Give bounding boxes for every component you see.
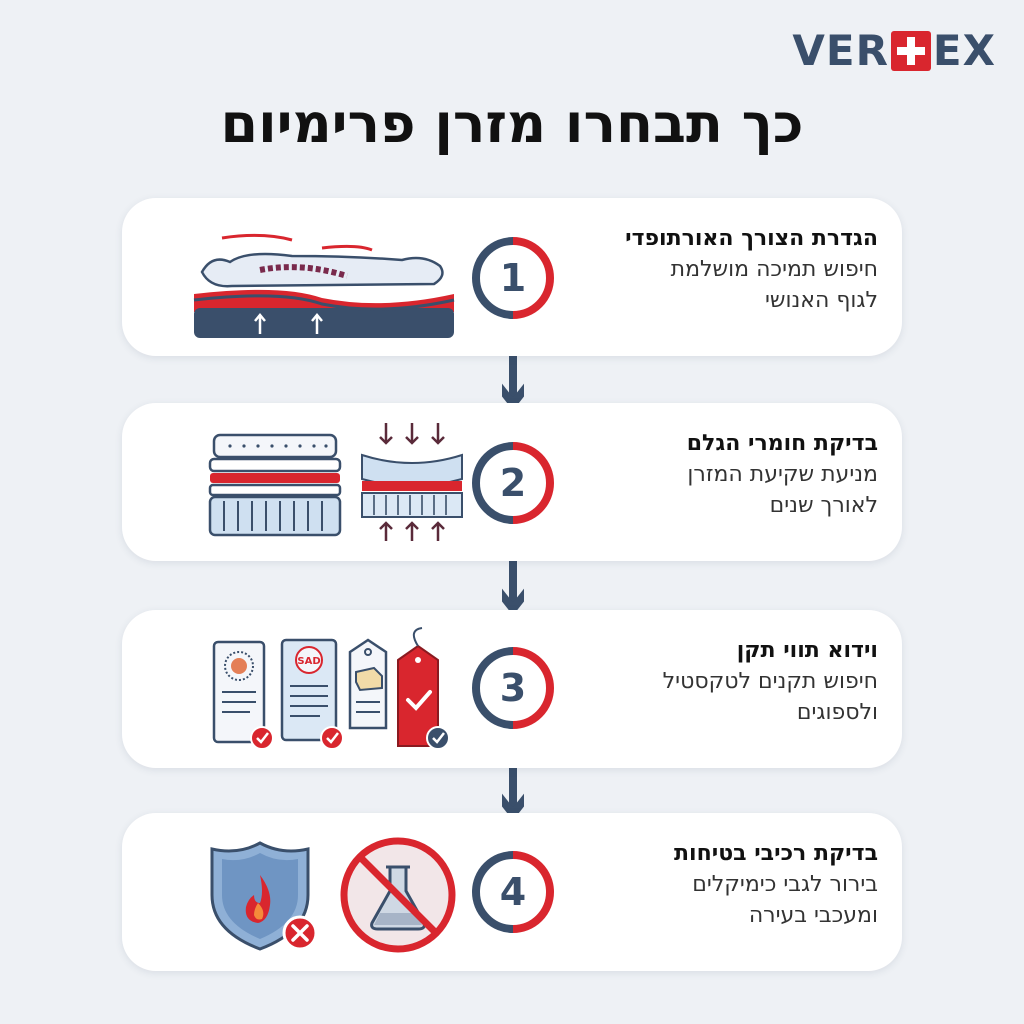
logo-cross-icon bbox=[890, 30, 931, 71]
step-desc-4-line2: ומעכבי בעירה bbox=[748, 903, 878, 928]
step-desc-4-line1: בירור לגבי כימיקלים bbox=[692, 872, 878, 897]
mattress-layers-icon bbox=[208, 423, 463, 541]
step-number-1-text: 1 bbox=[499, 256, 527, 300]
step-title-1: הגדרת הצורך האורתופדי bbox=[625, 226, 878, 251]
tag-label-text: SAD bbox=[297, 656, 320, 667]
brand-logo: VER EX bbox=[792, 26, 996, 75]
step-number-3: 3 bbox=[471, 646, 555, 730]
step-title-3: וידוא תווי תקן bbox=[736, 638, 878, 663]
step-card-1: הגדרת הצורך האורתופדי חיפוש תמיכה מושלמת… bbox=[122, 198, 902, 356]
step-ring-1-icon bbox=[472, 237, 554, 319]
step-number-4-text: 4 bbox=[499, 870, 527, 914]
step-desc-2-line1: מניעת שקיעת המזרן bbox=[687, 462, 878, 487]
step-title-4: בדיקת רכיבי בטיחות bbox=[674, 841, 878, 866]
fire-shield-no-chemicals-icon bbox=[210, 837, 456, 953]
step-text-2: בדיקת חומרי הגלם מניעת שקיעת המזרן לאורך… bbox=[588, 429, 878, 521]
step-title-2: בדיקת חומרי הגלם bbox=[686, 431, 878, 456]
step-text-3: וידוא תווי תקן חיפוש תקנים לטקסטיל ולספו… bbox=[588, 636, 878, 728]
page-title: כך תבחרו מזרן פרימיום bbox=[220, 92, 804, 155]
step-text-4: בדיקת רכיבי בטיחות בירור לגבי כימיקלים ו… bbox=[588, 839, 878, 931]
step-number-1: 1 bbox=[471, 236, 555, 320]
step-ring-3-icon bbox=[472, 647, 554, 729]
step-desc-3-line1: חיפוש תקנים לטקסטיל bbox=[662, 669, 878, 694]
step-desc-2-line2: לאורך שנים bbox=[769, 493, 878, 518]
step-number-2: 2 bbox=[471, 441, 555, 525]
step-text-1: הגדרת הצורך האורתופדי חיפוש תמיכה מושלמת… bbox=[588, 224, 878, 316]
step-number-2-text: 2 bbox=[499, 461, 527, 505]
step-number-3-text: 3 bbox=[499, 666, 527, 710]
step-desc-3-line2: ולספוגים bbox=[796, 700, 878, 725]
spine-mattress-icon bbox=[193, 233, 455, 338]
certification-tags-icon: SAD bbox=[212, 627, 450, 750]
step-ring-4-icon bbox=[472, 851, 554, 933]
step-desc-1-line1: חיפוש תמיכה מושלמת bbox=[670, 257, 878, 282]
logo-text-left: VER bbox=[792, 26, 889, 75]
step-desc-1-line2: לגוף האנושי bbox=[764, 288, 878, 313]
step-number-4: 4 bbox=[471, 850, 555, 934]
logo-text-right: EX bbox=[932, 26, 996, 75]
step-ring-2-icon bbox=[472, 442, 554, 524]
